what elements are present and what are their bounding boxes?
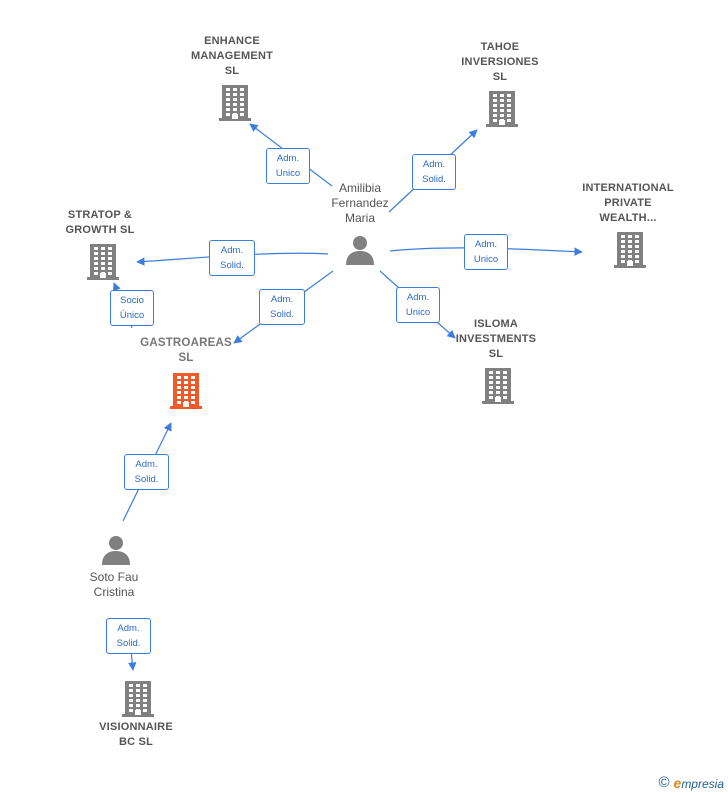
edge-label-soto-visionnaire[interactable]: Adm. Solid.	[106, 618, 151, 654]
node-label-enhance: ENHANCE MANAGEMENT SL	[190, 35, 274, 77]
edge-label-amilibia-international[interactable]: Adm. Unico	[464, 234, 508, 270]
person-icon[interactable]	[345, 235, 375, 270]
building-icon[interactable]	[122, 681, 154, 722]
brand-logo: © empresia	[658, 774, 724, 791]
building-icon[interactable]	[482, 368, 514, 409]
node-label-isloma: ISLOMA INVESTMENTS SL	[455, 318, 537, 360]
node-label-soto: Soto Fau Cristina	[89, 570, 139, 599]
node-label-international: INTERNATIONAL PRIVATE WEALTH...	[582, 182, 674, 224]
edge-label-amilibia-gastroareas[interactable]: Adm. Solid.	[259, 289, 305, 325]
building-icon[interactable]	[486, 91, 518, 132]
edge-label-amilibia-enhance[interactable]: Adm. Unico	[266, 148, 310, 184]
node-label-visionnaire: VISIONNAIRE BC SL	[99, 721, 173, 748]
edge-label-amilibia-isloma[interactable]: Adm. Unico	[396, 287, 440, 323]
node-label-stratop: STRATOP & GROWTH SL	[65, 209, 135, 236]
building-icon[interactable]	[219, 85, 251, 126]
edge-label-soto-gastroareas[interactable]: Adm. Solid.	[124, 454, 169, 490]
edge-label-amilibia-stratop[interactable]: Adm. Solid.	[209, 240, 255, 276]
building-icon[interactable]	[87, 244, 119, 285]
brand-name: empresia	[673, 774, 724, 791]
person-icon[interactable]	[101, 535, 131, 570]
building-icon[interactable]	[614, 232, 646, 273]
node-label-amilibia: Amilibia Fernandez Maria	[331, 181, 389, 225]
building-icon-main[interactable]	[170, 373, 202, 414]
copyright-icon: ©	[658, 774, 670, 791]
node-label-gastroareas: GASTROAREAS SL	[140, 337, 232, 364]
node-label-tahoe: TAHOE INVERSIONES SL	[461, 41, 539, 83]
edge-label-amilibia-tahoe[interactable]: Adm. Solid.	[412, 154, 456, 190]
edge-label-gastroareas-stratop[interactable]: Socio Único	[110, 290, 154, 326]
